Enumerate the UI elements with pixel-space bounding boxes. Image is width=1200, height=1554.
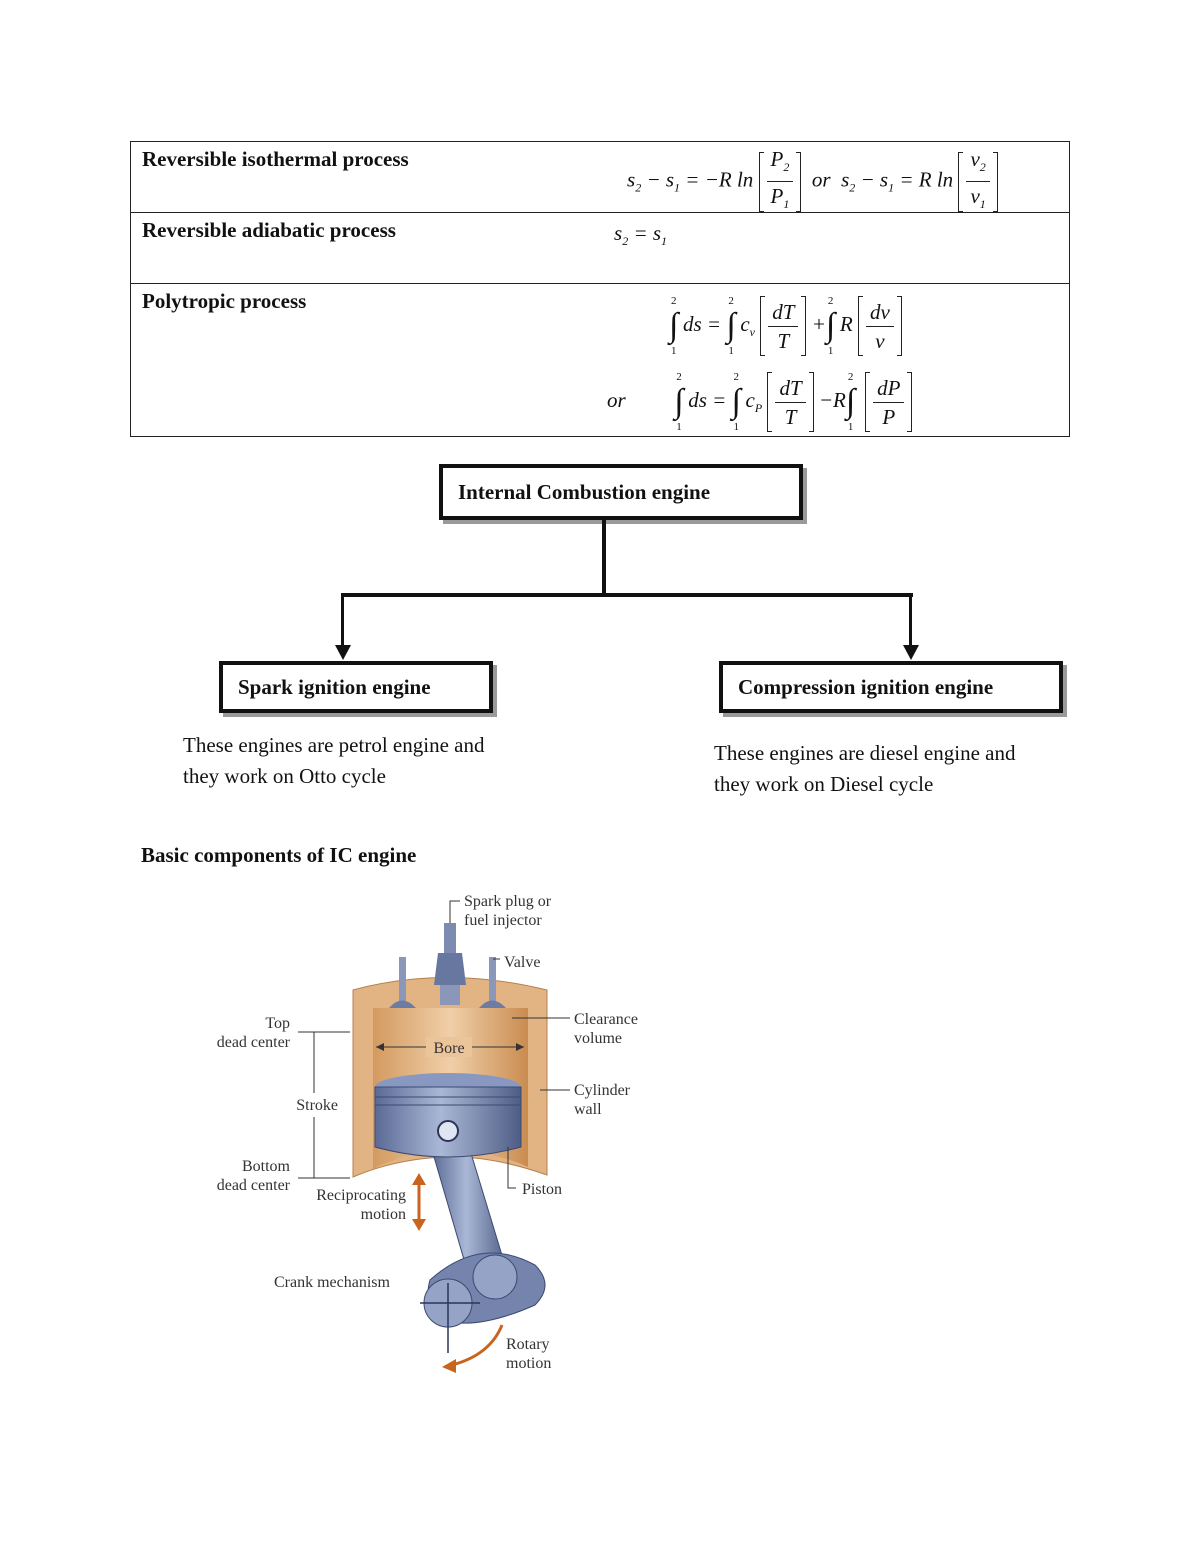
spark-ignition-label: Spark ignition engine — [238, 674, 431, 699]
components-heading: Basic components of IC engine — [141, 843, 417, 867]
label-volume: volume — [574, 1030, 622, 1047]
label-cylinder: Cylinder — [574, 1082, 631, 1099]
entropy-table: Reversible isothermal process s2 − s1 = … — [130, 141, 1070, 437]
rotary-arrow-head — [442, 1359, 456, 1373]
arrow-head-left — [335, 645, 351, 660]
row-label: Reversible isothermal process — [142, 147, 409, 171]
label-motion: motion — [361, 1206, 406, 1223]
label-rotary-motion: motion — [506, 1355, 551, 1372]
row-adiabatic: Reversible adiabatic process s2 = s1 — [131, 213, 1069, 284]
row-label: Reversible adiabatic process — [142, 218, 396, 242]
row-label: Polytropic process — [142, 289, 307, 313]
leader-spark — [449, 900, 460, 923]
desc-line: they work on Otto cycle — [183, 764, 386, 788]
connector-trunk — [602, 520, 606, 595]
label-valve: Valve — [504, 954, 540, 971]
label-spark-plug: Spark plug or — [464, 893, 552, 910]
valve-stem-left — [399, 957, 406, 1007]
reciprocating-arrow-down — [412, 1219, 426, 1231]
label-piston: Piston — [522, 1181, 562, 1198]
wrist-pin — [437, 1120, 459, 1142]
connector-horizontal — [341, 593, 913, 597]
or-word: or — [811, 167, 831, 192]
leader-piston — [507, 1147, 516, 1189]
valve-head-right — [479, 1000, 506, 1008]
label-wall: wall — [574, 1101, 602, 1118]
label-fuel-injector: fuel injector — [464, 912, 542, 929]
adiabatic-formula: s2 = s1 — [614, 221, 668, 248]
rotary-arrow — [451, 1324, 504, 1367]
spark-plug-body — [444, 923, 456, 953]
crank-pin — [472, 1254, 518, 1300]
label-bore: Bore — [433, 1040, 464, 1057]
bore-arrow-left — [376, 1043, 384, 1051]
root-box: Internal Combustion engine — [439, 464, 803, 520]
desc-line: These engines are diesel engine and — [714, 741, 1016, 765]
connector-left — [341, 593, 344, 651]
valve-stem-right — [489, 957, 496, 1007]
bore-arrow-right — [516, 1043, 524, 1051]
bore-label-bg — [426, 1037, 472, 1057]
desc-line: they work on Diesel cycle — [714, 772, 934, 796]
root-label: Internal Combustion engine — [458, 479, 711, 504]
label-bottom-dead-center: dead center — [217, 1177, 291, 1194]
or-word: or — [607, 387, 626, 412]
spark-plug-hex — [434, 953, 466, 985]
label-crank-mechanism: Crank mechanism — [274, 1274, 391, 1291]
connector-right — [909, 593, 912, 651]
label-bottom: Bottom — [242, 1158, 291, 1175]
label-top-dead-center: dead center — [217, 1034, 291, 1051]
reciprocating-arrow-up — [412, 1173, 426, 1185]
desc-line: These engines are petrol engine and — [183, 733, 485, 757]
label-stroke: Stroke — [296, 1097, 338, 1114]
row-isothermal: Reversible isothermal process s2 − s1 = … — [131, 142, 1069, 213]
compression-ignition-label: Compression ignition engine — [738, 674, 994, 699]
spark-ignition-description: These engines are petrol engine and they… — [183, 730, 484, 792]
arrow-head-right — [903, 645, 919, 660]
valve-head-left — [389, 1000, 416, 1008]
label-rotary: Rotary — [506, 1336, 550, 1353]
label-top: Top — [265, 1015, 290, 1032]
spark-plug-thread — [440, 985, 460, 1005]
label-clearance: Clearance — [574, 1011, 638, 1028]
compression-ignition-box: Compression ignition engine — [719, 661, 1063, 713]
label-reciprocating: Reciprocating — [316, 1187, 406, 1204]
spark-ignition-box: Spark ignition engine — [219, 661, 493, 713]
compression-ignition-description: These engines are diesel engine and they… — [714, 738, 1015, 800]
ic-engine-figure: Spark plug or fuel injector Valve Top de… — [217, 893, 638, 1373]
